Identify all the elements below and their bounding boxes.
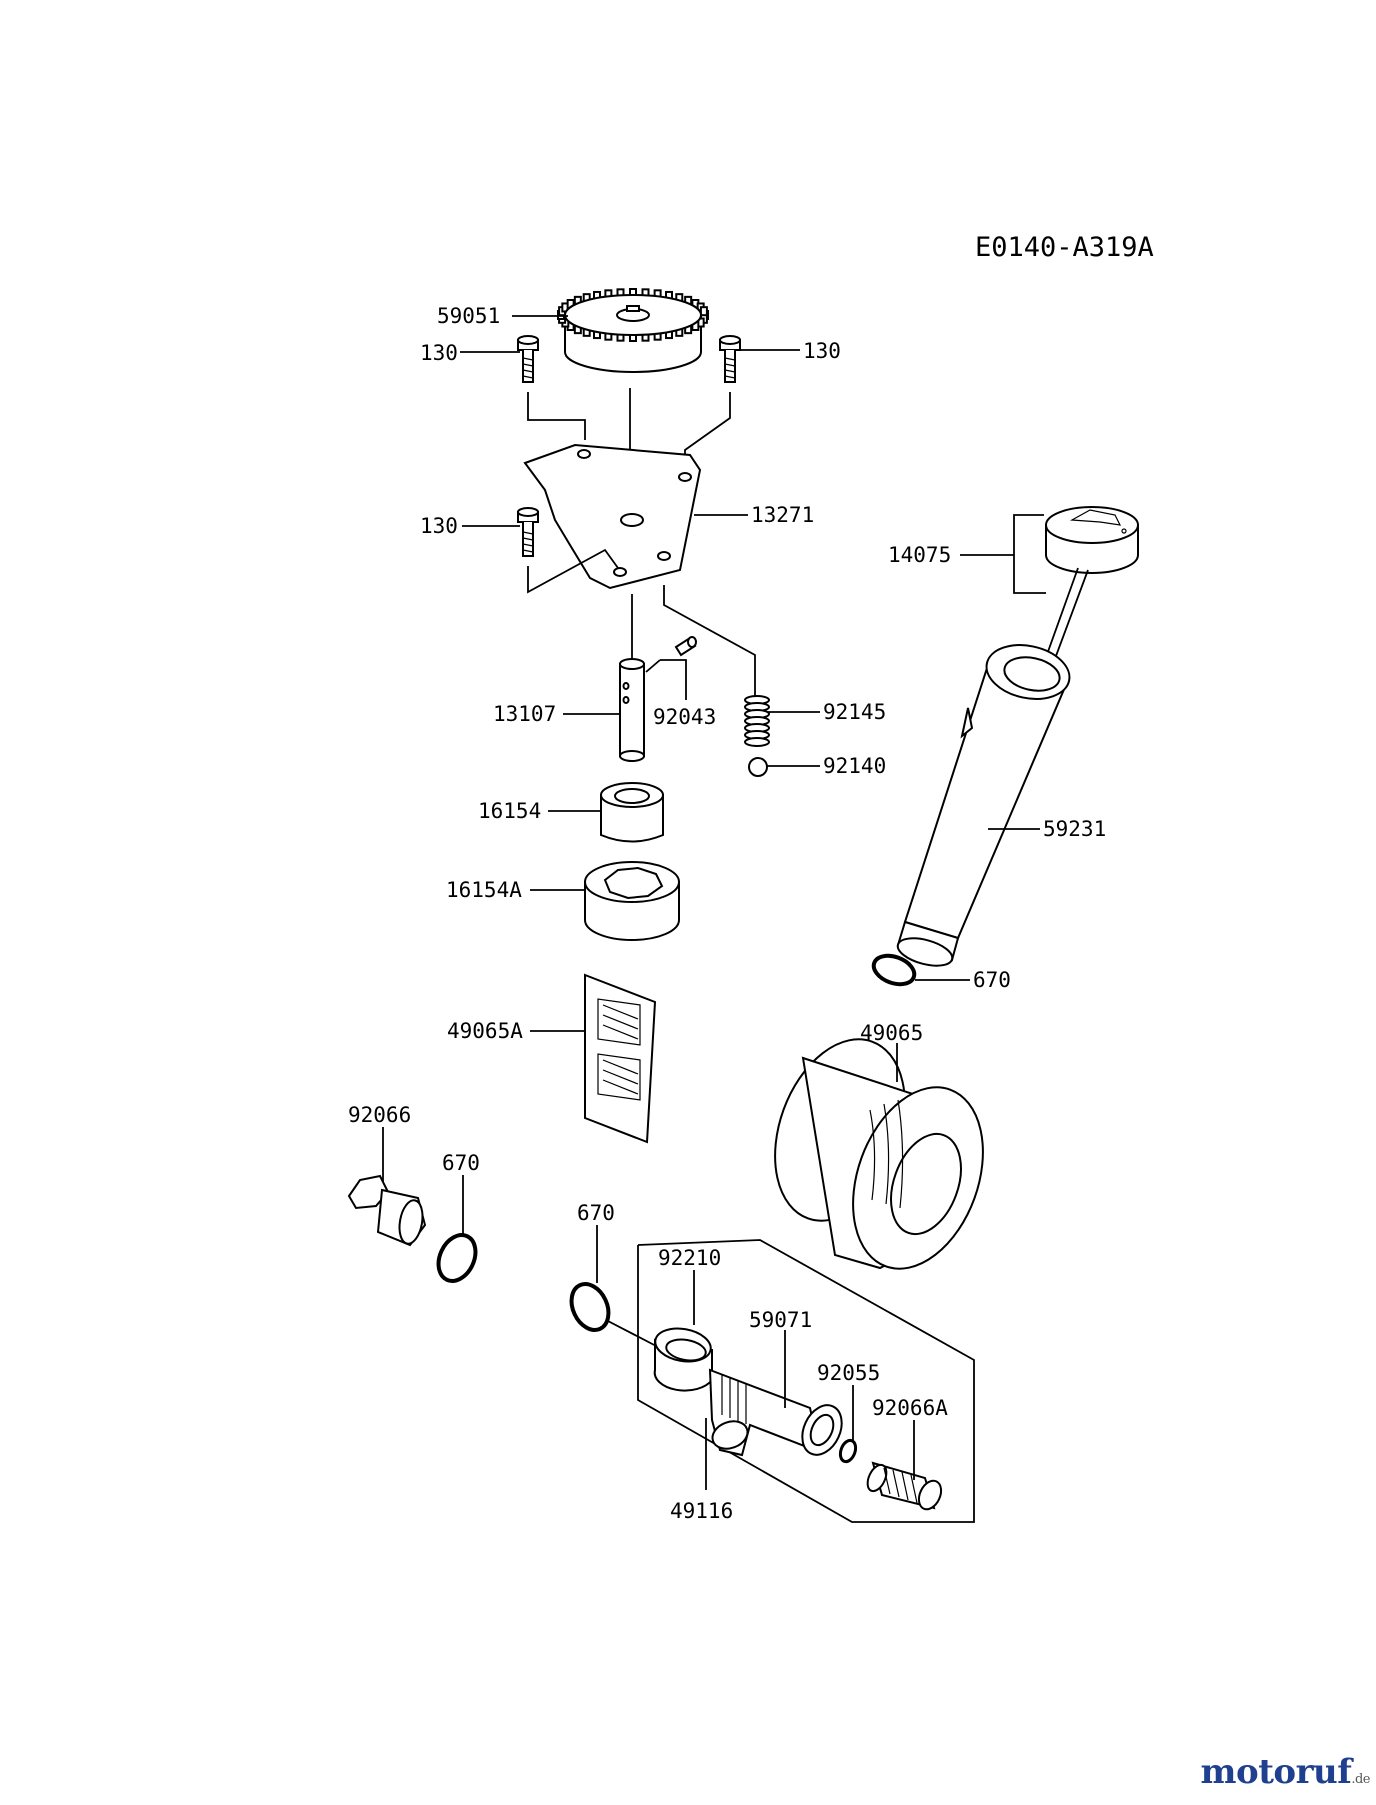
o-ring-670-relief[interactable] [564,1278,615,1336]
oil-filter-49065[interactable] [751,1021,1006,1287]
label-16154A: 16154A [446,878,522,902]
label-14075: 14075 [888,543,951,567]
oil-screen-49065A[interactable] [584,973,657,1144]
o-ring-670-plug[interactable] [431,1229,482,1287]
drain-plug-92066[interactable] [347,1174,427,1247]
plate-13271[interactable] [523,443,702,590]
valve-body-59071[interactable] [708,1368,850,1461]
shaft-13107[interactable] [619,658,645,762]
relief-screw-92066A[interactable] [864,1461,946,1513]
label-670-relief: 670 [577,1201,615,1225]
filler-tube-59231[interactable] [895,638,1075,971]
ball-92140[interactable] [748,757,768,777]
label-130-right-top: 130 [803,339,841,363]
label-92055: 92055 [817,1361,880,1385]
o-ring-670-tube[interactable] [870,951,918,990]
label-92043: 92043 [653,705,716,729]
label-49065: 49065 [860,1021,923,1045]
inner-rotor-16154[interactable] [600,782,664,843]
label-13271: 13271 [751,503,814,527]
label-59051: 59051 [437,304,500,328]
bolt-130-left-mid[interactable] [517,507,539,557]
label-49065A: 49065A [447,1019,523,1043]
label-16154: 16154 [478,799,541,823]
label-59231: 59231 [1043,817,1106,841]
label-92210: 92210 [658,1246,721,1270]
label-59071: 59071 [749,1308,812,1332]
spring-92145[interactable] [744,695,770,747]
outer-rotor-16154A[interactable] [584,861,680,941]
filler-cap-14075[interactable] [1045,506,1139,574]
nut-92210[interactable] [653,1324,714,1392]
brand-name: motoruf [1200,1752,1352,1792]
label-130-left-mid: 130 [420,514,458,538]
pin-92043[interactable] [674,636,697,657]
bolt-130-left-top[interactable] [517,335,539,383]
label-130-left-top: 130 [420,341,458,365]
label-92145: 92145 [823,700,886,724]
label-92066: 92066 [348,1103,411,1127]
bolt-130-right-top[interactable] [719,335,741,383]
label-13107: 13107 [493,702,556,726]
label-92140: 92140 [823,754,886,778]
gear-59051[interactable] [557,288,709,373]
label-670-tube: 670 [973,968,1011,992]
washer-92055[interactable] [838,1438,859,1464]
diagram-code: E0140-A319A [975,232,1154,263]
label-49116: 49116 [670,1499,733,1523]
label-670-plug: 670 [442,1151,480,1175]
label-92066A: 92066A [872,1396,948,1420]
brand-watermark: motoruf.de [1200,1752,1371,1792]
brand-tld: .de [1351,1772,1370,1787]
